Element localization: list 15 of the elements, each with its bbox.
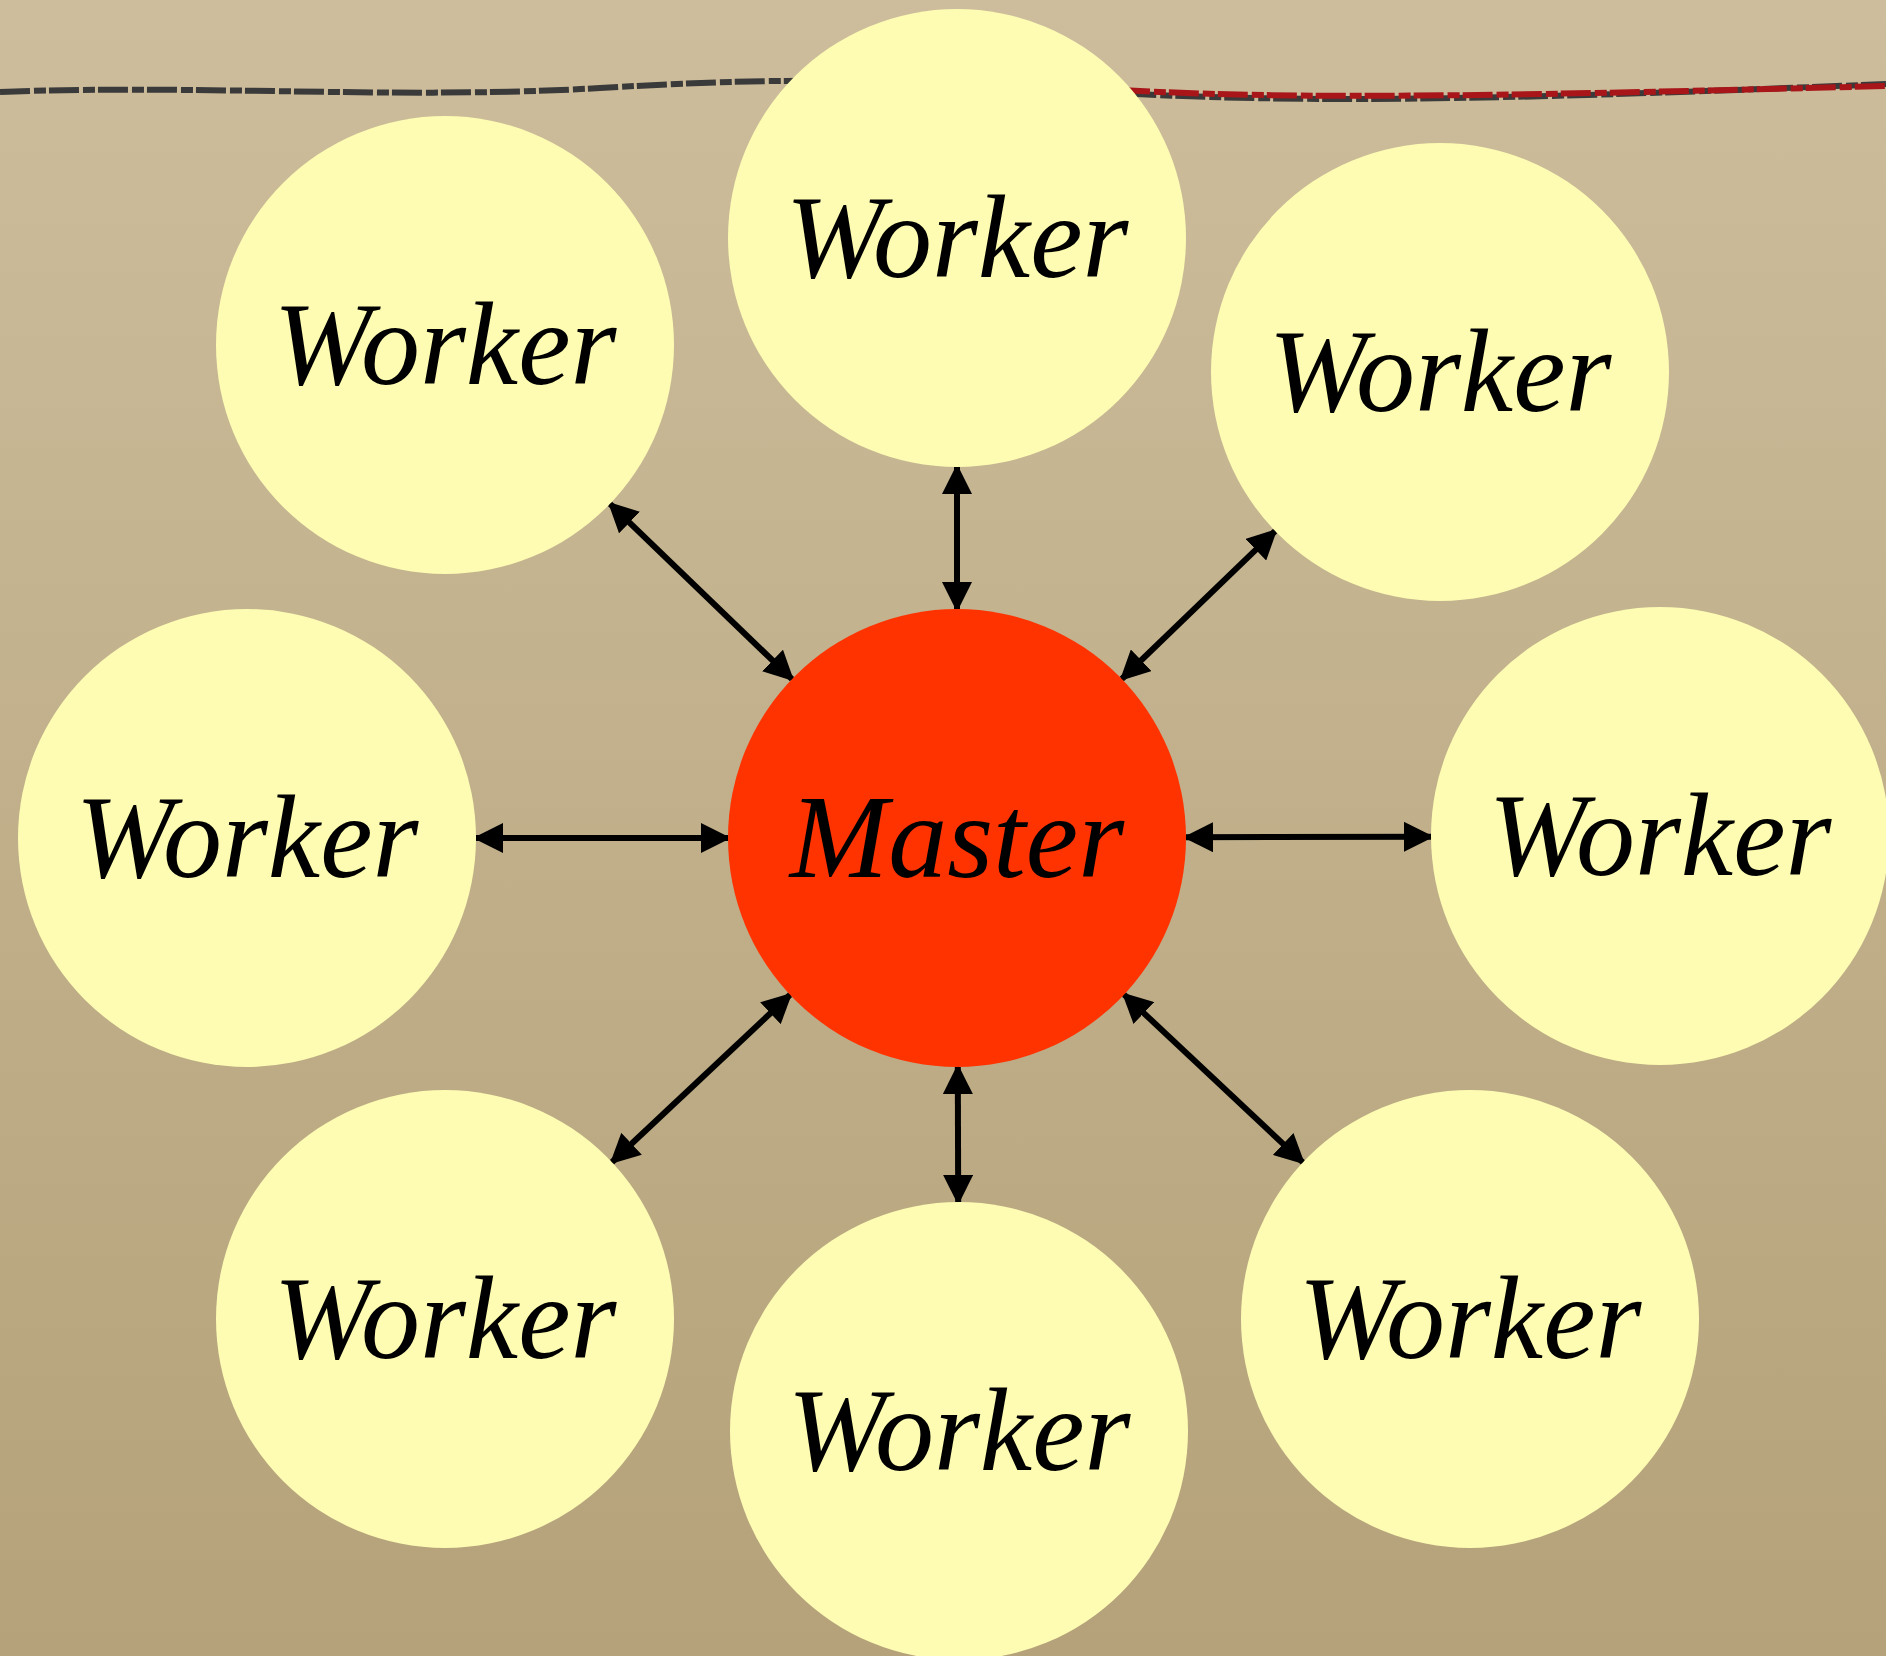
node-label: Worker xyxy=(1268,305,1612,439)
node-label: Worker xyxy=(787,1364,1131,1498)
double-arrow xyxy=(942,464,972,612)
double-arrow xyxy=(609,992,793,1165)
node-label: Worker xyxy=(1298,1252,1642,1386)
node-label: Worker xyxy=(1488,769,1832,903)
double-arrow xyxy=(942,1064,974,1205)
node-label: Worker xyxy=(273,1252,617,1386)
node-label: Worker xyxy=(273,278,617,412)
node-label: Master xyxy=(789,771,1125,905)
double-arrow xyxy=(1121,992,1306,1165)
node-label: Worker xyxy=(785,171,1129,305)
double-arrow xyxy=(607,501,795,682)
double-arrow xyxy=(1119,528,1278,682)
node-label: Worker xyxy=(75,771,419,905)
